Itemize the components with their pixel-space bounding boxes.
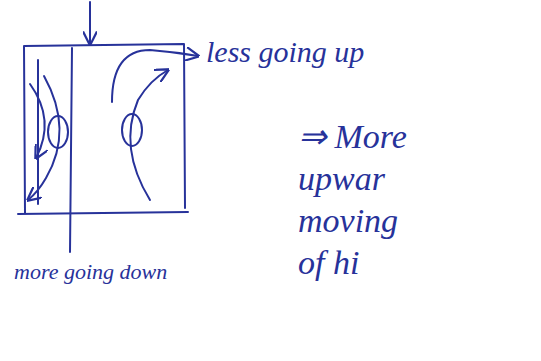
down-flow-curve bbox=[28, 76, 60, 200]
inner-wall bbox=[37, 60, 39, 204]
mark-circle bbox=[48, 116, 68, 148]
note-text: ⇒ More upwar moving of hi bbox=[298, 116, 433, 284]
inflow-arrow bbox=[89, 2, 91, 44]
down-flow-curve bbox=[30, 84, 45, 158]
up-flow-curve bbox=[130, 70, 168, 200]
box-outline bbox=[18, 44, 188, 214]
leader-line bbox=[70, 48, 72, 252]
callout-arrow bbox=[112, 50, 198, 102]
callout-text: less going up bbox=[206, 34, 364, 70]
callout-text: more going down bbox=[14, 258, 167, 286]
mark-circle bbox=[122, 114, 142, 146]
